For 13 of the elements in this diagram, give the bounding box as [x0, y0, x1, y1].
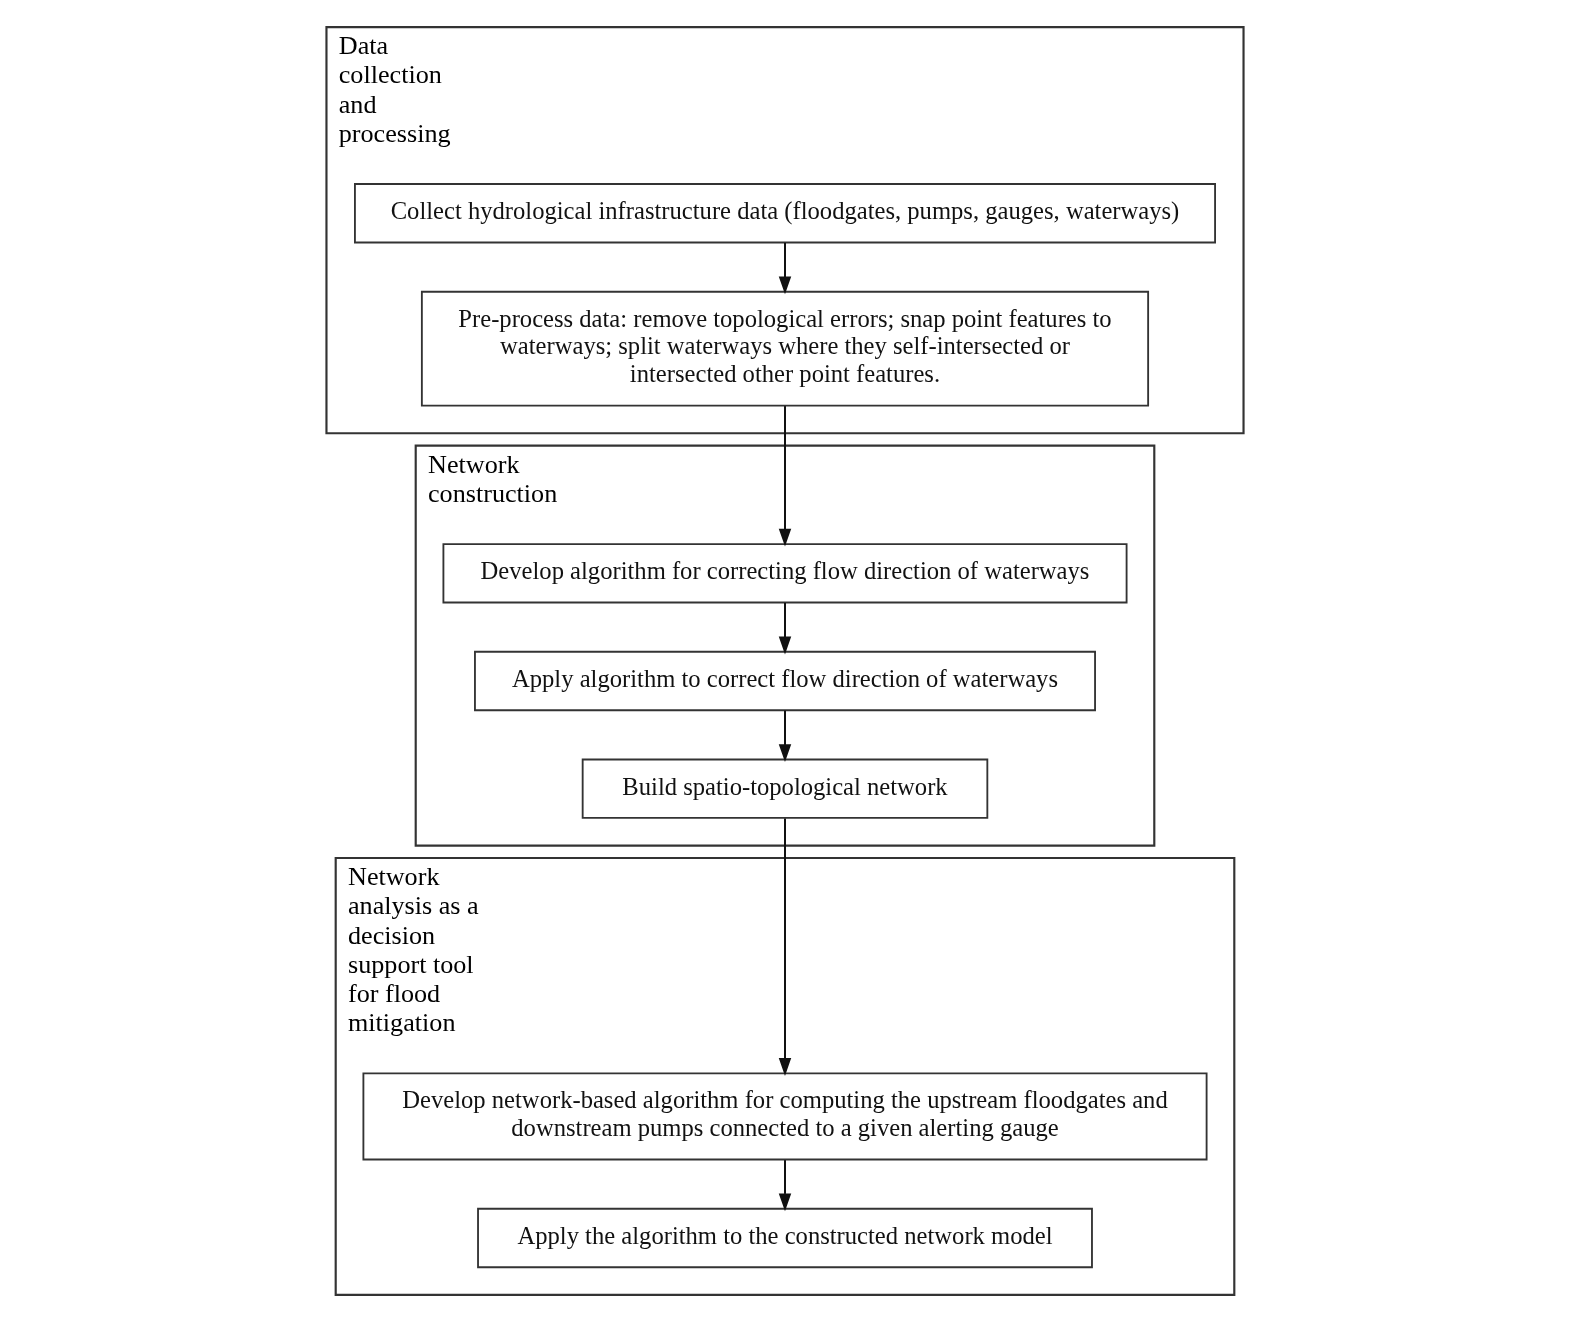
node-box: Pre-process data: remove topological errors; snap point features to waterways; split waterways where they self-intersected or intersected other point features.: [420, 290, 1150, 407]
arrow: [778, 1159, 792, 1212]
arrow: [778, 405, 792, 547]
arrow: [778, 241, 792, 295]
node-box: Collect hydrological infrastructure data (floodgates, pumps, gauges, waterways): [354, 183, 1216, 244]
arrow: [778, 709, 792, 763]
node-box: Apply algorithm to correct flow direction of waterways: [474, 650, 1096, 712]
node-box: Build spatio-topological network: [581, 758, 989, 819]
arrow: [778, 817, 792, 1076]
arrow: [778, 601, 792, 655]
node-box: Develop network-based algorithm for computing the upstream floodgates and downstream pumps connected to a given alerting gauge: [362, 1072, 1208, 1161]
node-box: Develop algorithm for correcting flow direction of waterways: [442, 543, 1128, 604]
node-box: Apply the algorithm to the constructed network model: [477, 1207, 1093, 1269]
